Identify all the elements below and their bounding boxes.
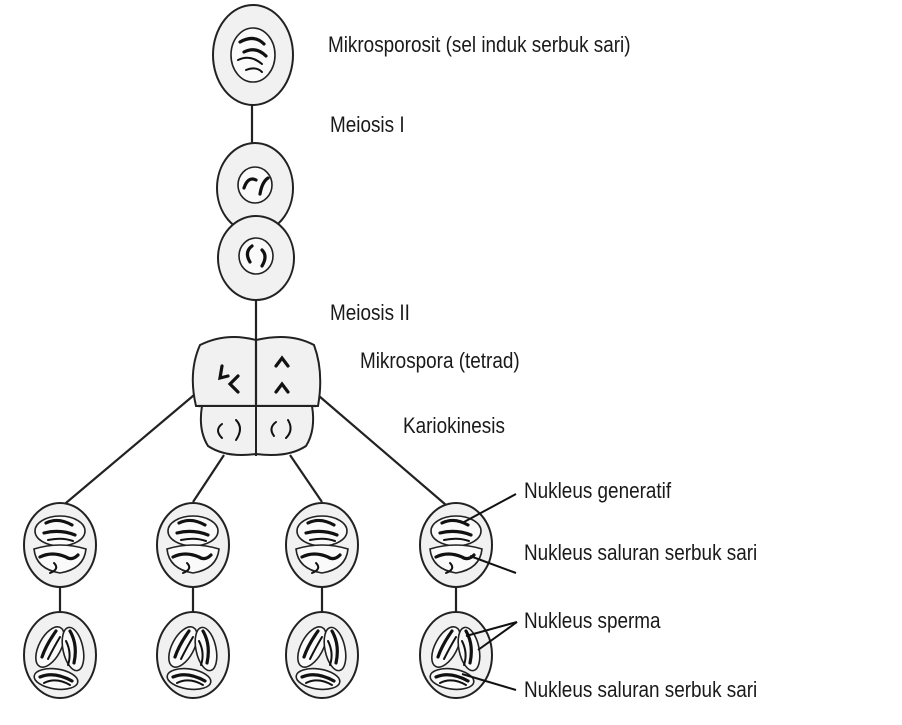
pollen-grain-sperm (420, 612, 492, 698)
dyad-cells (217, 143, 294, 300)
connector-line (290, 455, 322, 502)
connector-line (193, 455, 224, 502)
label-kariokinesis: Kariokinesis (403, 414, 505, 439)
pollen-grain-binucleate (24, 503, 96, 587)
label-nukleus-generatif: Nukleus generatif (524, 479, 671, 504)
pollen-grain-sperm (286, 612, 358, 698)
label-meiosis-1: Meiosis I (330, 113, 405, 138)
label-nukleus-sperma: Nukleus sperma (524, 609, 661, 634)
pollen-grain-sperm (157, 612, 229, 698)
label-nukleus-saluran-1: Nukleus saluran serbuk sari (524, 541, 757, 566)
label-nukleus-saluran-2: Nukleus saluran serbuk sari (524, 678, 757, 703)
connector-line (60, 390, 200, 508)
connector-line (312, 390, 446, 505)
label-mikrospora: Mikrospora (tetrad) (360, 349, 520, 374)
label-meiosis-2: Meiosis II (330, 301, 410, 326)
pollen-grain-binucleate (157, 503, 229, 587)
tetrad-cells (193, 337, 320, 456)
pollen-grain-sperm (24, 612, 96, 698)
pollen-grain-binucleate (286, 503, 358, 587)
pollen-grain-binucleate (420, 503, 492, 587)
label-mikrosporosit: Mikrosporosit (sel induk serbuk sari) (328, 33, 631, 58)
mikrosporosit-cell (213, 5, 293, 105)
